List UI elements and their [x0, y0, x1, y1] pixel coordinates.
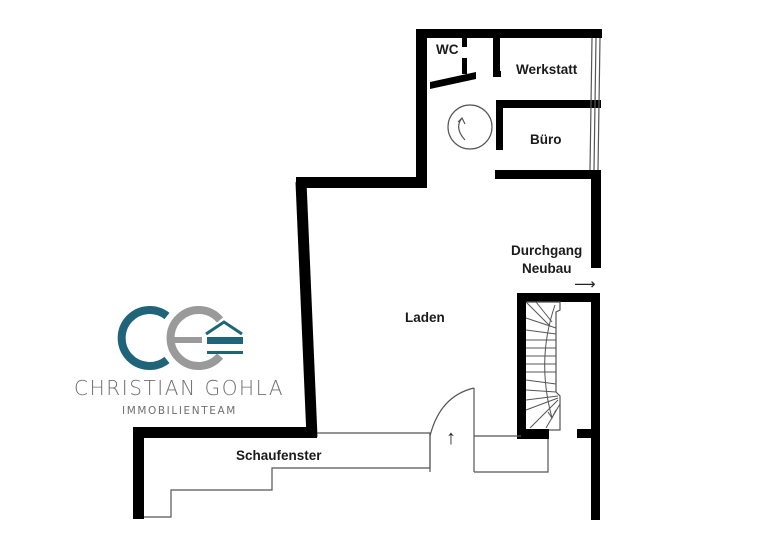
walls — [133, 29, 602, 520]
room-label-buero: Büro — [530, 132, 562, 147]
passage-arrow-icon: ⟶ — [574, 276, 596, 293]
room-label-neubau: Neubau — [522, 261, 572, 276]
logo-company-subtitle: IMMOBILIENTEAM — [122, 405, 237, 417]
room-label-durchgang: Durchgang — [511, 243, 583, 258]
room-label-werkstatt: Werkstatt — [516, 62, 578, 77]
room-label-wc: WC — [436, 42, 459, 57]
thin-lines — [144, 37, 601, 518]
logo-company-name: CHRISTIAN GOHLA — [74, 376, 285, 400]
entrance-arrow-icon: ↑ — [446, 427, 456, 449]
room-label-laden: Laden — [405, 310, 445, 325]
company-logo-icon — [117, 306, 243, 370]
room-label-schaufenster: Schaufenster — [236, 448, 322, 463]
